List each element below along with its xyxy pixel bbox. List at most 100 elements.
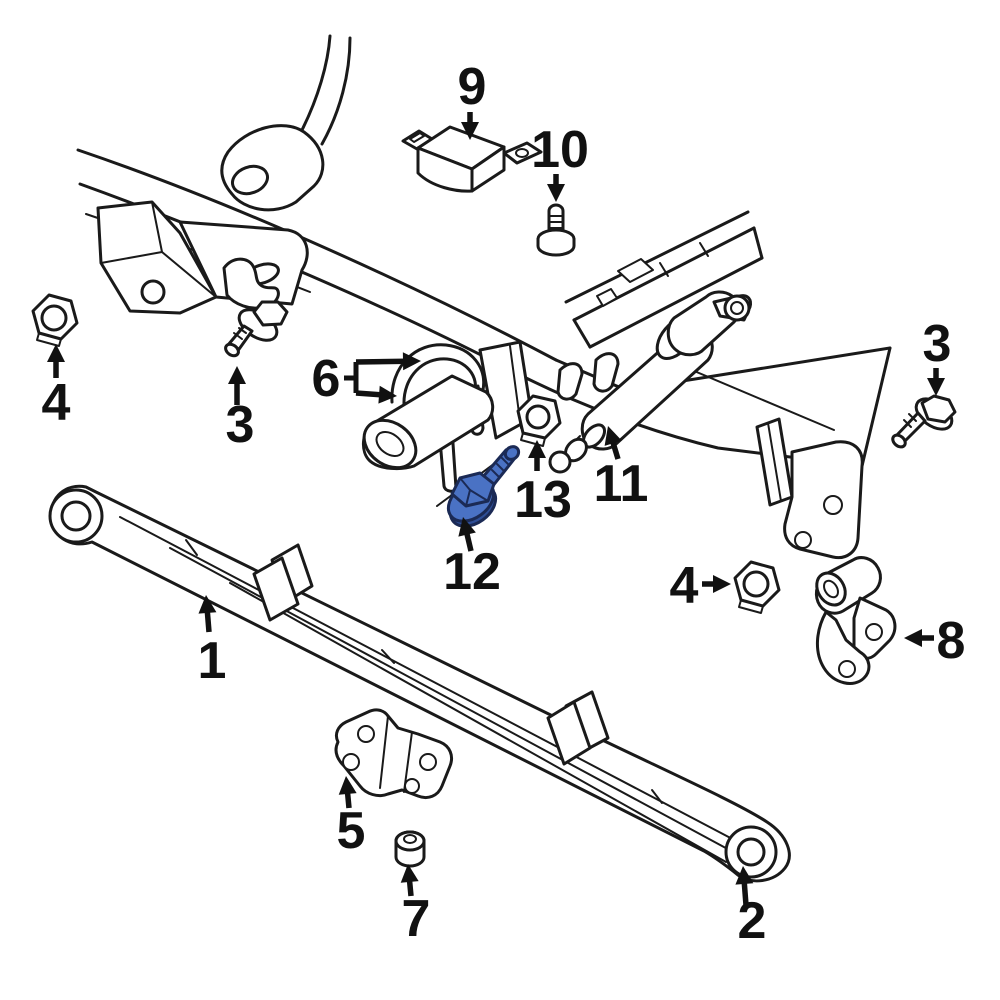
stab-ubolt-inner [402, 357, 477, 407]
bolt3r-thread-2 [903, 419, 912, 428]
rear-hanger-fin-line [767, 422, 782, 502]
bushing7-bore [403, 834, 417, 844]
callout-number-bushing[interactable]: 7 [402, 890, 431, 948]
callout-shock-absorber[interactable]: 11 [594, 426, 649, 513]
callout-shackle[interactable]: 8 [904, 612, 965, 670]
callout-number-shock-absorber[interactable]: 11 [594, 455, 649, 513]
spring-clamp-rear [546, 700, 592, 766]
bumpstop-left-slot [409, 132, 425, 143]
callout-spring-plate[interactable]: 5 [337, 776, 366, 860]
callout-number-stud[interactable]: 10 [531, 121, 589, 179]
part-1-leaf-spring [48, 484, 791, 883]
spring-rear-eye-inner [736, 837, 766, 867]
shock-eye-inner [730, 301, 744, 315]
channel-line-1 [564, 210, 750, 304]
nut4f-bore [40, 304, 68, 332]
callout-arrow-head [338, 776, 357, 795]
callout-arrow-head [458, 517, 476, 537]
bolt12-rib-1 [491, 469, 500, 478]
callout-bolt-rear[interactable]: 3 [923, 315, 952, 396]
stab-ubolt-outer [390, 343, 486, 404]
callout-nut-stabilizer[interactable]: 13 [514, 440, 572, 529]
callout-number-nut-stabilizer[interactable]: 13 [514, 471, 572, 529]
shackle-finger-hole [865, 623, 883, 641]
callout-stud[interactable]: 10 [531, 121, 589, 202]
callout-number-nut-rear[interactable]: 4 [670, 557, 699, 615]
part-11-shock-absorber [548, 290, 752, 474]
callout-number-bolt-highlighted[interactable]: 12 [443, 543, 501, 601]
callout-number-nut-front[interactable]: 4 [42, 374, 71, 432]
callout-number-stabilizer-bushing-and-bracket[interactable]: 6 [312, 350, 341, 408]
nut4r-bore [742, 570, 770, 598]
shock-stem-ball [548, 450, 572, 474]
part-12-bolt-highlighted [446, 445, 521, 528]
channel-tick-2 [659, 262, 669, 277]
callout-arrow-shaft [355, 358, 408, 365]
callout-arrow-head [547, 184, 565, 202]
part-6-assembly [362, 340, 620, 493]
callout-arrow-head [904, 629, 922, 647]
bolt12-rib-3 [501, 457, 510, 466]
plate-hole-4 [404, 778, 420, 794]
plate-hole-2 [342, 753, 360, 771]
callout-nut-rear[interactable]: 4 [670, 557, 731, 615]
bolt3f-thread-1 [238, 327, 247, 334]
callout-arrow-head [927, 378, 945, 396]
callout-number-leaf-spring[interactable]: 1 [198, 632, 227, 690]
stab-bushing-bore [375, 431, 405, 457]
bumpstop-side [470, 145, 506, 193]
nut13-bore [525, 404, 551, 430]
callout-stabilizer-bushing-and-bracket[interactable]: 6 [312, 350, 421, 408]
callout-arrow-head [198, 595, 217, 614]
channel-slot [617, 258, 654, 283]
bolt3f-head [252, 300, 289, 327]
callout-arrow-head [735, 866, 754, 885]
nut4f-bevel [36, 332, 62, 347]
arm-riser-line-1 [300, 34, 332, 132]
callout-arrow-head [604, 426, 622, 446]
callout-number-shackle[interactable]: 8 [937, 612, 966, 670]
callout-number-bump-stop[interactable]: 9 [458, 58, 487, 116]
channel-end-2 [752, 226, 764, 260]
shackle-lower-plate [816, 610, 871, 685]
rear-hanger-plate [783, 440, 864, 560]
line-art [31, 34, 957, 883]
arm-riser-line-2 [320, 36, 352, 146]
callout-bolt-front[interactable]: 3 [226, 366, 255, 454]
callout-arrow-head [528, 440, 546, 458]
channel-tick-1 [699, 242, 709, 257]
stab-flange-finger-1 [556, 362, 584, 401]
callout-bump-stop[interactable]: 9 [458, 58, 487, 140]
rear-hanger-bracket [755, 417, 864, 560]
part-3-bolt-rear [891, 394, 957, 449]
callout-bolt-highlighted[interactable]: 12 [443, 517, 501, 601]
callout-number-leaf-spring-rear-eye[interactable]: 2 [738, 892, 767, 950]
frame-web-line [679, 364, 835, 431]
bolt12-rib-2 [496, 463, 505, 472]
part-7-bushing [394, 830, 426, 868]
bolt3f-thread-2 [233, 332, 243, 340]
part-4-nut-front [31, 293, 79, 347]
part-8-shackle [814, 556, 897, 685]
leaf-step-3 [651, 789, 663, 804]
stud-flange-rim [536, 237, 576, 257]
callout-nut-front[interactable]: 4 [42, 344, 71, 432]
rear-hanger-hole-2 [794, 531, 812, 549]
callout-number-spring-plate[interactable]: 5 [337, 802, 366, 860]
callout-number-bolt-rear[interactable]: 3 [923, 315, 952, 373]
callout-number-bolt-front[interactable]: 3 [226, 396, 255, 454]
callout-arrow-shaft [355, 390, 384, 398]
channel-notch [596, 288, 618, 307]
spring-front-eye-inner [60, 500, 92, 532]
part-10-stud [536, 203, 576, 257]
callout-bushing[interactable]: 7 [400, 864, 431, 948]
callout-leaf-spring[interactable]: 1 [198, 595, 227, 690]
leaf-line-1 [119, 516, 741, 844]
leaf-step-1 [185, 539, 198, 556]
arm-outline [220, 124, 325, 212]
frame-end-cut [860, 346, 892, 468]
hanger-fold-2 [100, 251, 163, 264]
callout-leaf-spring-rear-eye[interactable]: 2 [735, 866, 766, 950]
